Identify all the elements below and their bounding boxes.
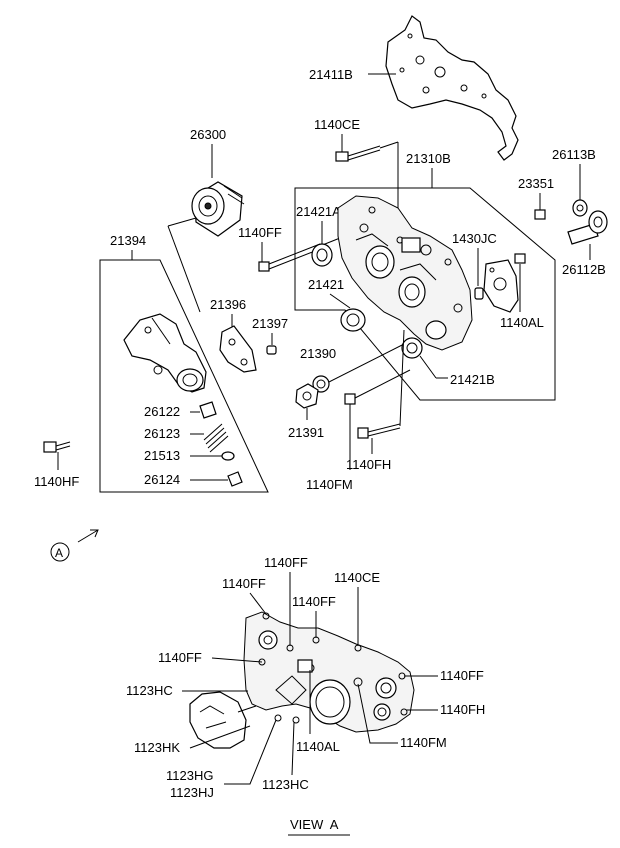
label-26124: 26124 xyxy=(144,472,180,487)
plug-26122 xyxy=(199,401,217,419)
view-a-filter-housing xyxy=(189,691,257,749)
seal-21421 xyxy=(340,308,366,332)
label-23351: 23351 xyxy=(518,176,554,191)
view-a-title: VIEW A xyxy=(290,817,339,832)
bolt-1140FM xyxy=(344,393,356,405)
label-26123: 26123 xyxy=(144,426,180,441)
label-1140CE: 1140CE xyxy=(314,117,360,132)
label-21421B: 21421B xyxy=(450,372,495,387)
label-1140AL: 1140AL xyxy=(500,315,544,330)
label-1140FM: 1140FM xyxy=(306,477,353,492)
label-1140FF: 1140FF xyxy=(238,225,282,240)
label-21394: 21394 xyxy=(110,233,146,248)
label-26112B: 26112B xyxy=(562,262,606,277)
plunger-21513 xyxy=(221,451,235,461)
view-label-al: 1140AL xyxy=(296,739,340,754)
bolt-23351 xyxy=(534,209,546,220)
view-label-hj: 1123HJ xyxy=(170,785,214,800)
label-21421: 21421 xyxy=(308,277,344,292)
oil-filter-26300 xyxy=(191,181,245,237)
view-a-front-case xyxy=(243,611,415,733)
view-label-ff-right: 1140FF xyxy=(440,668,484,683)
view-label-hg: 1123HG xyxy=(166,768,213,783)
view-label-hc-left: 1123HC xyxy=(126,683,173,698)
label-1140HF: 1140HF xyxy=(34,474,79,489)
view-a-marker: A xyxy=(50,542,70,562)
view-label-ff-left-top: 1140FF xyxy=(222,576,266,591)
filter-housing-21394 xyxy=(123,313,207,393)
bolt-1140FF xyxy=(258,243,321,272)
label-21396: 21396 xyxy=(210,297,246,312)
plate-21396 xyxy=(219,325,257,373)
front-case-21310B xyxy=(337,195,473,351)
spring-26123 xyxy=(203,423,229,453)
bolt-1140FH xyxy=(357,423,401,439)
pin-1430JC xyxy=(474,287,484,300)
label-21397: 21397 xyxy=(252,316,288,331)
gear-26113B xyxy=(572,199,588,217)
view-label-ff-top: 1140FF xyxy=(264,555,308,570)
label-1430JC: 1430JC xyxy=(452,231,497,246)
label-1140FH: 1140FH xyxy=(346,457,391,472)
oring-21390 xyxy=(312,375,330,393)
valve-26124 xyxy=(227,471,243,487)
label-26113B: 26113B xyxy=(552,147,596,162)
label-21310B: 21310B xyxy=(406,151,451,166)
view-label-ce: 1140CE xyxy=(334,570,380,585)
view-label-hc-bottom: 1123HC xyxy=(262,777,309,792)
bolt-1140CE xyxy=(335,145,381,162)
pin-21397 xyxy=(266,345,277,355)
view-label-fh-right: 1140FH xyxy=(440,702,485,717)
label-21390: 21390 xyxy=(300,346,336,361)
direction-arrow-icon xyxy=(77,529,99,543)
label-26300: 26300 xyxy=(190,127,226,142)
view-label-ff-mid: 1140FF xyxy=(292,594,336,609)
bolt-1140AL xyxy=(514,253,526,264)
gear-shaft-26112B xyxy=(567,210,608,245)
label-26122: 26122 xyxy=(144,404,180,419)
view-label-fm: 1140FM xyxy=(400,735,447,750)
bolt-1140HF xyxy=(43,441,71,453)
seal-21421A xyxy=(311,243,333,267)
gasket-21411B xyxy=(385,15,519,161)
rotor-cover xyxy=(483,259,519,313)
seal-21421B xyxy=(401,337,423,359)
label-21513: 21513 xyxy=(144,448,180,463)
view-a-letter: A xyxy=(55,546,63,560)
label-21411B: 21411B xyxy=(309,67,353,82)
view-label-ff-left: 1140FF xyxy=(158,650,202,665)
cap-21391 xyxy=(295,383,319,409)
view-label-hk: 1123HK xyxy=(134,740,180,755)
label-21391: 21391 xyxy=(288,425,324,440)
label-21421A: 21421A xyxy=(296,204,341,219)
